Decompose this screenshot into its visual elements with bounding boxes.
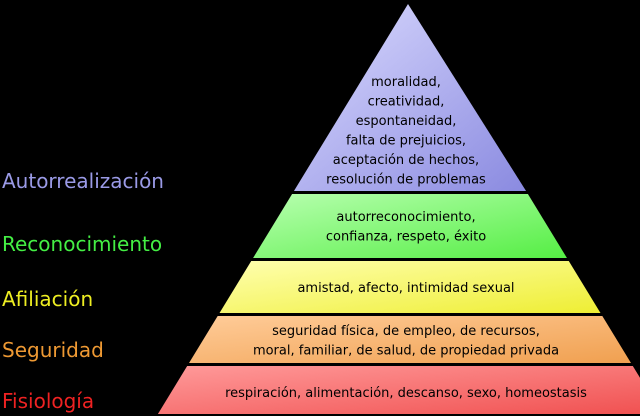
level-description-line: moralidad, — [371, 75, 441, 90]
level-description-line: confianza, respeto, éxito — [326, 230, 486, 245]
pyramid-level-5 — [157, 366, 640, 414]
level-label: Afiliación — [2, 287, 93, 311]
level-description-line: creatividad, — [368, 95, 445, 110]
level-description-line: autorreconocimiento, — [336, 210, 475, 225]
level-description-line: resolución de problemas — [326, 173, 486, 188]
pyramid-level-4 — [189, 316, 631, 363]
pyramid-level-1 — [293, 4, 527, 191]
level-description-line: amistad, afecto, intimidad sexual — [297, 281, 514, 296]
level-label: Reconocimiento — [2, 232, 162, 256]
pyramid-level-3 — [219, 261, 601, 313]
level-description-line: aceptación de hechos, — [333, 153, 479, 168]
level-label: Seguridad — [2, 338, 104, 362]
level-label: Autorrealización — [2, 169, 164, 193]
level-description-line: espontaneidad, — [356, 114, 457, 129]
level-description-line: respiración, alimentación, descanso, sex… — [225, 386, 587, 401]
level-label: Fisiología — [2, 389, 94, 413]
level-description-line: moral, familiar, de salud, de propiedad … — [253, 344, 559, 359]
level-description-line: seguridad física, de empleo, de recursos… — [272, 324, 540, 339]
level-description-line: falta de prejuicios, — [346, 134, 466, 149]
pyramid-level-2 — [253, 194, 567, 258]
